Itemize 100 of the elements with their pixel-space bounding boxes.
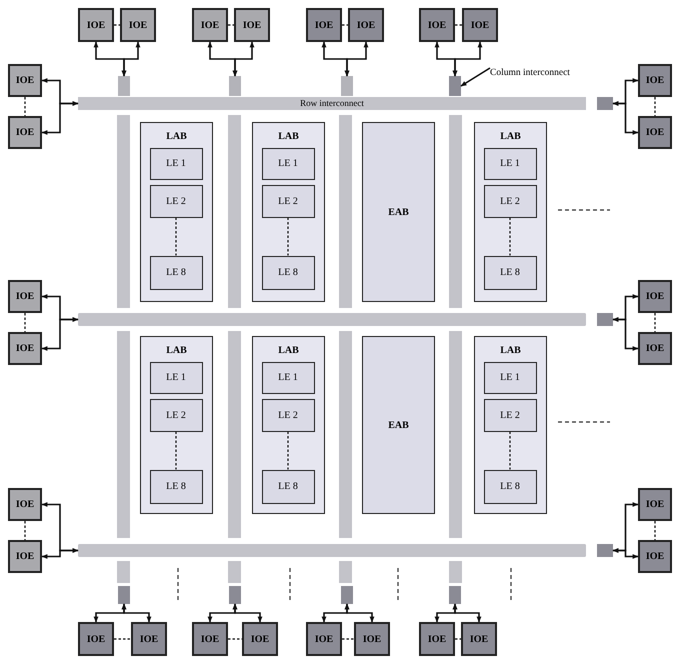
dashed-connector: [455, 24, 462, 26]
logic-element-box: [150, 256, 202, 290]
bar-label: Row interconnect: [300, 98, 364, 108]
element-label: LE 8: [278, 267, 298, 278]
ioe-box: [419, 622, 455, 656]
ioe-box: [638, 332, 672, 365]
lab-block: [474, 122, 547, 302]
element-label: LE 1: [500, 372, 520, 383]
logic-element-box: [150, 362, 202, 394]
ioe-label: IOE: [428, 20, 446, 30]
ioe-label: IOE: [200, 634, 220, 644]
element-label: LE 2: [166, 196, 186, 206]
interconnect-stub: [341, 76, 353, 96]
logic-element-box: [484, 398, 536, 432]
dashed-connector: [114, 638, 131, 640]
ioe-label: IOE: [200, 20, 220, 30]
ioe-box: [638, 64, 672, 97]
dashed-connector: [24, 313, 26, 332]
ioe-label: IOE: [314, 634, 334, 644]
logic-element-box: [262, 148, 314, 180]
ioe-label: IOE: [356, 20, 376, 30]
row-interconnect-bar: [78, 544, 586, 557]
arrow: [41, 548, 79, 559]
ioe-label: IOE: [362, 634, 382, 644]
ioe-box: [8, 116, 42, 149]
ioe-box: [306, 8, 342, 42]
callout-text: Column interconnect: [490, 68, 570, 78]
element-label: LE 8: [166, 267, 186, 278]
block-title: LAB: [166, 131, 187, 142]
block-title: LAB: [278, 345, 299, 356]
ioe-label: IOE: [470, 634, 488, 644]
row-interconnect-bar: [78, 97, 586, 110]
ioe-box: [234, 8, 270, 42]
dashed-connector: [287, 218, 289, 256]
arrow: [344, 603, 374, 623]
ioe-box: [638, 540, 672, 573]
element-label: LE 1: [500, 158, 520, 169]
ioe-box: [120, 8, 156, 42]
interconnect-stub: [449, 586, 461, 604]
ioe-box: [419, 8, 455, 42]
arrow: [232, 603, 262, 623]
element-label: LE 8: [278, 481, 298, 492]
ioe-box: [8, 540, 42, 573]
dashed-connector: [509, 432, 511, 470]
lab-block: [140, 122, 213, 302]
ioe-box: [638, 116, 672, 149]
ioe-box: [638, 280, 672, 313]
interconnect-stub: [229, 76, 241, 96]
dashed-connector: [455, 638, 461, 640]
block-title: LAB: [166, 345, 187, 356]
arrow: [452, 603, 482, 623]
interconnect-stub: [597, 97, 613, 110]
ioe-box: [8, 488, 42, 521]
interconnect-stub: [449, 76, 461, 96]
logic-element-box: [484, 362, 536, 394]
element-label: LE 2: [500, 410, 520, 420]
interconnect-stub: [229, 586, 241, 604]
arrow: [122, 41, 140, 77]
ioe-label: IOE: [16, 499, 34, 510]
ioe-box: [8, 64, 42, 97]
element-label: LE 2: [166, 410, 186, 420]
dashed-connector: [654, 97, 656, 116]
interconnect-stub: [118, 586, 130, 604]
element-label: LE 2: [278, 196, 298, 206]
ioe-label: IOE: [16, 291, 34, 302]
leader-line: [460, 67, 490, 87]
logic-element-box: [262, 470, 314, 504]
logic-element-box: [262, 362, 314, 394]
element-label: LE 1: [166, 158, 186, 169]
element-label: LE 1: [278, 158, 298, 169]
dashed-connector: [342, 24, 348, 26]
lab-block: [474, 336, 547, 514]
arrow: [344, 41, 368, 77]
logic-element-box: [262, 184, 314, 218]
ioe-label: IOE: [250, 634, 270, 644]
logic-element-box: [484, 470, 536, 504]
ioe-label: IOE: [646, 499, 664, 510]
arrow: [612, 317, 639, 351]
ioe-label: IOE: [646, 343, 664, 354]
block-title: EAB: [388, 420, 409, 430]
interconnect-stub: [597, 544, 613, 557]
interconnect-stub: [118, 76, 130, 96]
element-label: LE 2: [278, 410, 298, 420]
ioe-label: IOE: [86, 634, 106, 644]
arrow: [452, 41, 482, 77]
ioe-box: [78, 8, 114, 42]
ioe-box: [78, 622, 114, 656]
logic-element-box: [484, 184, 536, 218]
element-label: LE 1: [278, 372, 298, 383]
element-label: LE 1: [166, 372, 186, 383]
block-title: LAB: [500, 345, 521, 356]
arrow: [122, 603, 152, 623]
ioe-box: [306, 622, 342, 656]
ioe-label: IOE: [128, 20, 148, 30]
dashed-connector: [175, 432, 177, 470]
ioe-box: [8, 280, 42, 313]
lab-block: [252, 122, 325, 302]
element-label: LE 8: [500, 481, 520, 492]
eab-block: [362, 336, 435, 514]
ioe-label: IOE: [646, 75, 664, 86]
